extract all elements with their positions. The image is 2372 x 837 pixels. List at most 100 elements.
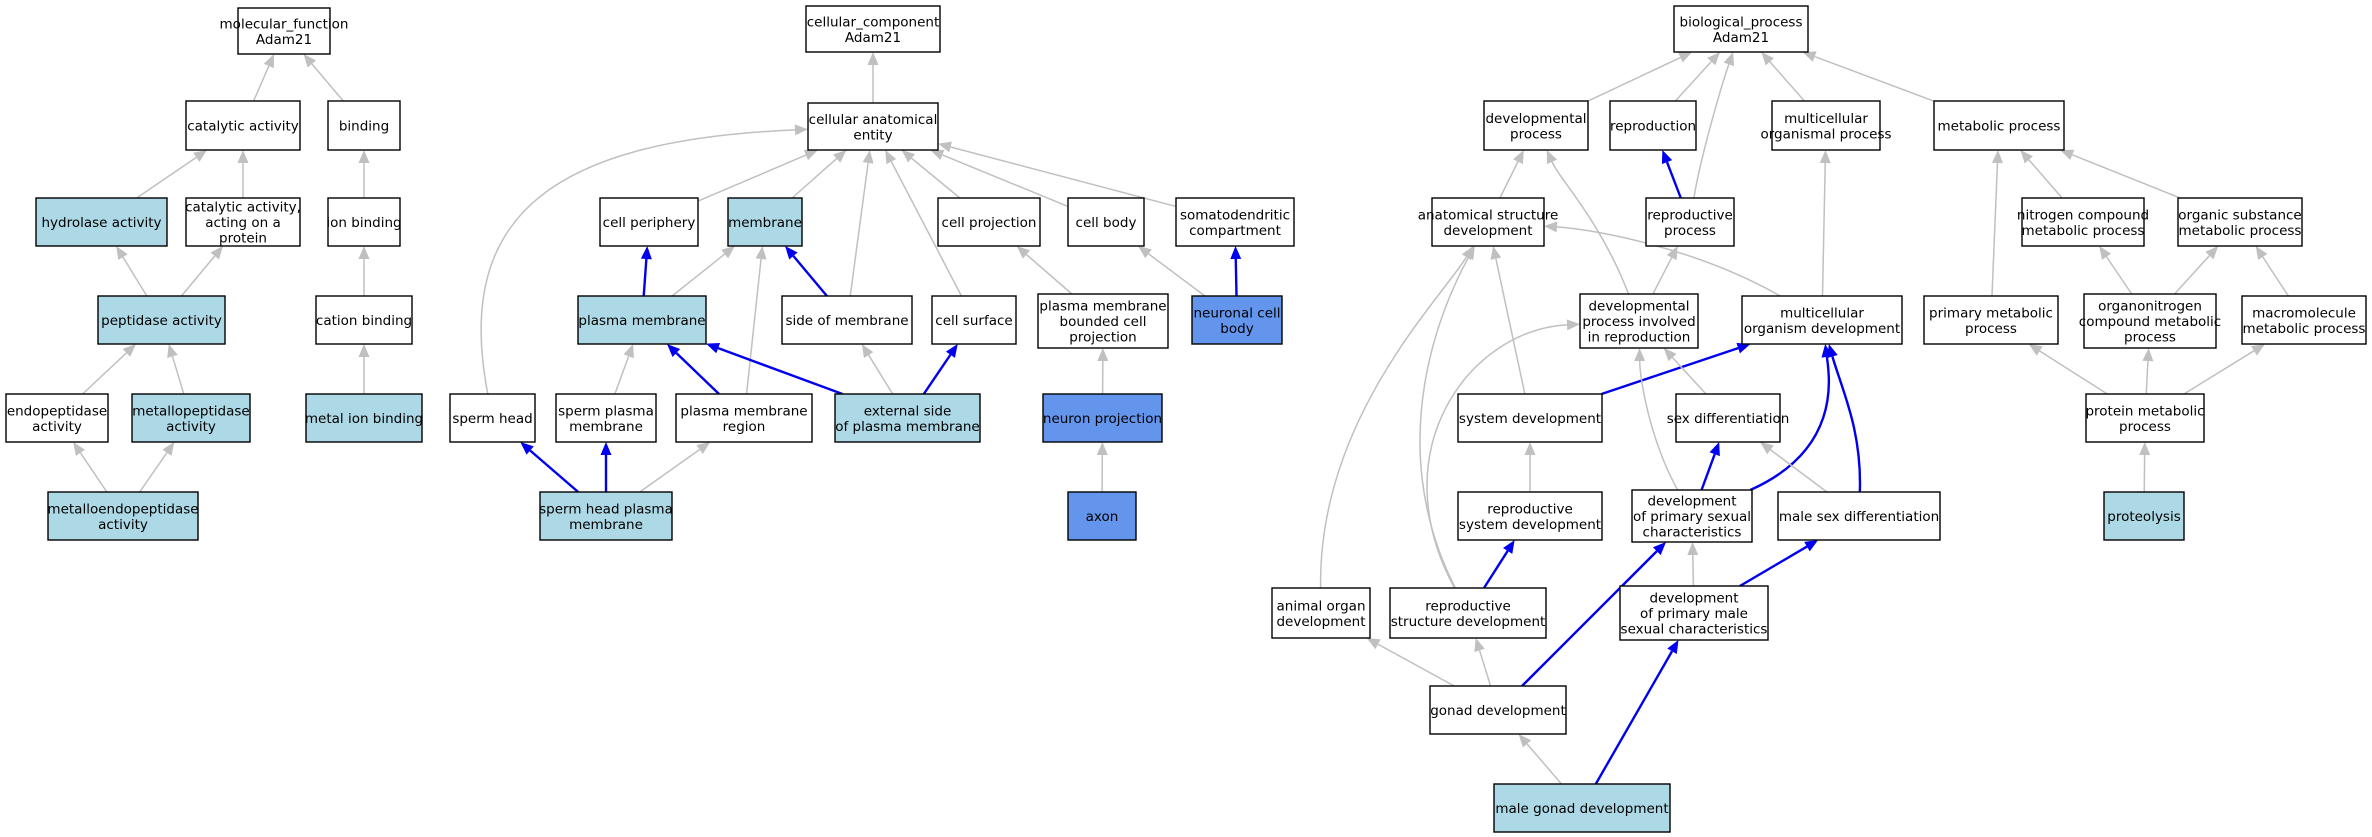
node-male-gonad-dev[interactable]: male gonad development: [1493, 783, 1671, 833]
edge-line: [1991, 162, 1999, 297]
node-box: [2085, 393, 2205, 443]
arrowhead-icon: [2099, 246, 2112, 260]
arrowhead-icon: [867, 52, 879, 65]
arrowhead-icon: [1513, 150, 1524, 165]
node-metabolic[interactable]: metabolic process: [1933, 100, 2065, 151]
edge-line: [849, 162, 869, 297]
node-box: [1191, 295, 1283, 345]
node-neuron-projection[interactable]: neuron projection: [1042, 393, 1163, 443]
node-box: [1675, 393, 1781, 443]
node-box: [834, 393, 981, 443]
node-membrane[interactable]: membrane: [727, 197, 803, 247]
node-cell-periphery[interactable]: cell periphery: [599, 197, 699, 247]
node-proteolysis[interactable]: proteolysis: [2103, 491, 2185, 541]
node-reproduction[interactable]: reproduction: [1609, 100, 1697, 151]
edge-line: [614, 355, 630, 395]
edge-line: [180, 255, 216, 297]
node-label: development: [1647, 494, 1736, 510]
arrowhead-icon: [1490, 246, 1502, 260]
edge-dev_process-to-bp: [1587, 52, 1693, 102]
node-cell-projection[interactable]: cell projection: [937, 197, 1041, 247]
node-male-sex-diff[interactable]: male sex differentiation: [1777, 491, 1941, 541]
edge-cae-to-cc: [867, 52, 879, 103]
node-label: characteristics: [1643, 525, 1742, 541]
node-label: neuronal cell: [1193, 305, 1280, 321]
node-sperm-head[interactable]: sperm head: [449, 393, 536, 443]
edge-line: [1692, 554, 1695, 587]
node-gonad-dev[interactable]: gonad development: [1429, 685, 1567, 735]
arrowhead-icon: [640, 246, 652, 260]
node-sex-diff[interactable]: sex differentiation: [1667, 393, 1790, 443]
edge-line: [1821, 162, 1826, 297]
node-box: [97, 295, 226, 345]
node-binding[interactable]: binding: [327, 100, 401, 151]
node-system-dev[interactable]: system development: [1457, 393, 1603, 443]
node-side-membrane[interactable]: side of membrane: [781, 295, 913, 345]
node-box: [131, 393, 251, 443]
edge-line: [2183, 350, 2255, 395]
node-peptidase[interactable]: peptidase activity: [97, 295, 226, 345]
edge-male_sex_diff-to-sex_diff: [1760, 442, 1828, 493]
edge-line: [745, 258, 762, 395]
node-label: projection: [1069, 330, 1136, 346]
node-label: acting on a: [205, 215, 281, 231]
node-metal-ion[interactable]: metal ion binding: [305, 393, 423, 443]
node-label: biological_process: [1680, 14, 1803, 30]
node-box: [1431, 197, 1545, 247]
edge-line: [2071, 154, 2181, 199]
arrowhead-icon: [162, 442, 175, 456]
edge-line: [1521, 550, 1658, 687]
edge-primary_metabolic-to-metabolic: [1991, 150, 2003, 297]
node-label: activity: [32, 419, 82, 435]
node-plasma-membrane[interactable]: plasma membrane: [577, 295, 707, 345]
node-label: catalytic activity: [187, 119, 299, 135]
node-label: sexual characteristics: [1621, 622, 1768, 638]
node-cation-binding[interactable]: cation binding: [315, 295, 413, 345]
node-cell-body[interactable]: cell body: [1067, 197, 1145, 247]
node-cell-surface[interactable]: cell surface: [931, 295, 1017, 345]
arrowhead-icon: [520, 442, 534, 455]
node-axon[interactable]: axon: [1067, 491, 1137, 541]
arrowhead-icon: [755, 246, 767, 260]
edge-line: [1377, 643, 1455, 687]
node-catalytic[interactable]: catalytic activity: [185, 100, 301, 151]
edge-nitrogen-to-metabolic: [2020, 150, 2063, 199]
edge-line: [1769, 61, 1805, 102]
node-label: hydrolase activity: [41, 215, 161, 231]
node-ion-binding[interactable]: ion binding: [326, 197, 402, 247]
node-hydrolase[interactable]: hydrolase activity: [35, 197, 168, 247]
edge-side_membrane-to-cae: [849, 150, 874, 297]
